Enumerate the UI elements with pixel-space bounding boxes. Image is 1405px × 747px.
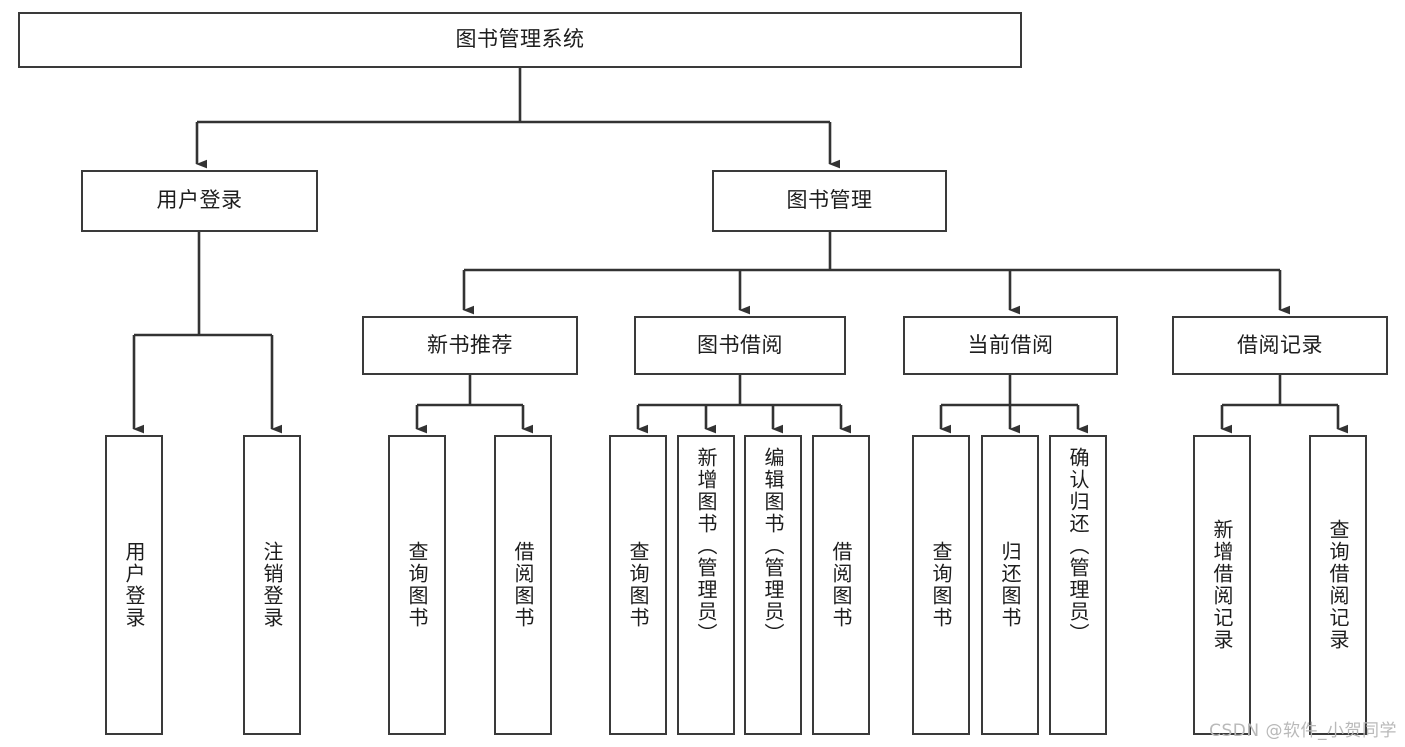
node-leaf-borrow-book-label: 借阅图书 [829,541,853,629]
node-book-borrow[interactable]: 图书借阅 [634,316,846,375]
node-borrow-records[interactable]: 借阅记录 [1172,316,1388,375]
node-leaf-user-login-label: 用户登录 [122,541,146,629]
node-leaf-query-borrow-record-label: 查询借阅记录 [1326,519,1350,651]
node-root-system-label: 图书管理系统 [455,27,585,52]
node-leaf-add-book-admin-label: 新增图书（管理员） [694,447,718,645]
node-leaf-return-book-label: 归还图书 [998,541,1022,629]
node-leaf-query-book-borrow[interactable]: 查询图书 [609,435,667,735]
node-leaf-user-login[interactable]: 用户登录 [105,435,163,735]
node-leaf-add-book-admin[interactable]: 新增图书（管理员） [677,435,735,735]
node-leaf-add-borrow-record-label: 新增借阅记录 [1210,519,1234,651]
node-root-system[interactable]: 图书管理系统 [18,12,1022,68]
node-current-borrow-label: 当前借阅 [967,332,1054,357]
node-user-login-label: 用户登录 [156,188,243,213]
node-leaf-query-book-current[interactable]: 查询图书 [912,435,970,735]
node-leaf-add-borrow-record[interactable]: 新增借阅记录 [1193,435,1251,735]
node-book-borrow-label: 图书借阅 [697,332,783,357]
node-leaf-query-book-recommend-label: 查询图书 [405,541,429,629]
node-leaf-query-borrow-record[interactable]: 查询借阅记录 [1309,435,1367,735]
node-leaf-query-book-current-label: 查询图书 [929,541,953,629]
node-leaf-logout[interactable]: 注销登录 [243,435,301,735]
node-leaf-borrow-book-recommend[interactable]: 借阅图书 [494,435,552,735]
node-leaf-edit-book-admin-label: 编辑图书（管理员） [761,447,785,645]
node-book-management-label: 图书管理 [786,188,873,213]
node-leaf-logout-label: 注销登录 [260,541,284,629]
node-leaf-confirm-return-admin-label: 确认归还（管理员） [1066,447,1090,645]
node-book-management[interactable]: 图书管理 [712,170,947,232]
node-leaf-borrow-book-recommend-label: 借阅图书 [511,541,535,629]
node-user-login[interactable]: 用户登录 [81,170,318,232]
node-leaf-edit-book-admin[interactable]: 编辑图书（管理员） [744,435,802,735]
node-leaf-borrow-book[interactable]: 借阅图书 [812,435,870,735]
node-leaf-confirm-return-admin[interactable]: 确认归还（管理员） [1049,435,1107,735]
node-borrow-records-label: 借阅记录 [1237,332,1323,357]
node-new-book-recommend-label: 新书推荐 [427,332,513,357]
node-new-book-recommend[interactable]: 新书推荐 [362,316,578,375]
node-current-borrow[interactable]: 当前借阅 [903,316,1118,375]
node-leaf-query-book-borrow-label: 查询图书 [626,541,650,629]
node-leaf-return-book[interactable]: 归还图书 [981,435,1039,735]
node-leaf-query-book-recommend[interactable]: 查询图书 [388,435,446,735]
